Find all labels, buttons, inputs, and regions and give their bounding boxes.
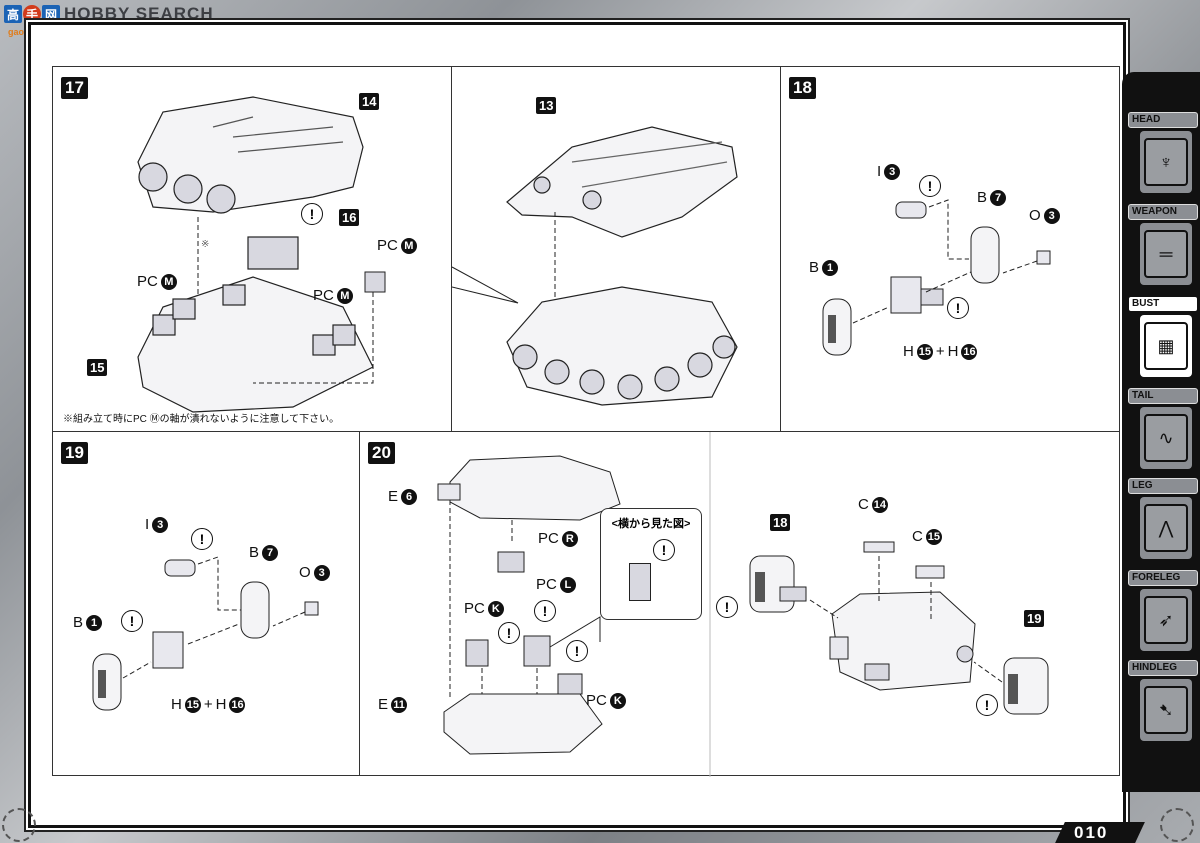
weapon-icon: ═ [1144,230,1188,278]
part-13-cover [506,126,738,238]
gear-emblem-icon [1160,808,1194,842]
part-ref-15: 15 [87,359,108,376]
part-ref-18: 18 [770,514,791,531]
bust-icon: ▦ [1144,322,1188,370]
sidebar-item-tail[interactable]: TAIL ∿ [1128,388,1198,476]
step-17-result-panel: 13 [451,66,781,432]
sidebar-item-weapon[interactable]: WEAPON ═ [1128,204,1198,292]
section-sidebar: HEAD ♆ WEAPON ═ BUST ▦ TAIL ∿ LEG ⋀ FORE… [1122,72,1200,792]
step-number: 18 [789,77,816,99]
watermark-logo: 高 手 网 [4,5,60,23]
warning-icon: ! [566,640,588,662]
sidebar-item-leg[interactable]: LEG ⋀ [1128,478,1198,566]
step-17-result-illustration [452,126,738,406]
gear-emblem-icon [2,808,36,842]
step-number: 17 [61,77,88,99]
step-17-illustration [137,96,386,413]
foreleg-icon: ➶ [1144,596,1188,644]
warning-icon: ! [191,528,213,550]
leg-icon: ⋀ [1144,504,1188,552]
watermark: 高 手 网 HOBBY SEARCH [4,4,214,24]
warning-icon: ! [121,610,143,632]
step-number: 19 [61,442,88,464]
logo-char: 手 [23,5,41,23]
part-ref-16: 16 [339,209,360,226]
page-number: 010 [1074,823,1109,842]
watermark-brand: HOBBY SEARCH [64,4,214,23]
warning-icon: ! [534,600,556,622]
step-number: 20 [368,442,395,464]
sidebar-tab-label: HINDLEG [1128,660,1198,676]
part-ref-19: 19 [1024,610,1045,627]
part-16 [247,236,299,270]
sidebar-item-foreleg[interactable]: FORELEG ➶ [1128,570,1198,658]
step-20-illustration [437,432,1049,777]
sidebar-item-bust[interactable]: BUST ▦ [1128,296,1198,384]
warning-icon: ! [301,203,323,225]
side-view-title: <横から見た図> [611,518,691,530]
step-18-illustration [822,199,1051,356]
warning-icon: ! [919,175,941,197]
assembly-note: ※組み立て時にPC Ⓜの軸が潰れないように注意して下さい。 [63,414,340,425]
sidebar-tab-label: LEG [1128,478,1198,494]
side-view-part [629,563,651,601]
warning-icon: ! [716,596,738,618]
side-view-callout: <横から見た図> ! [600,508,702,620]
warning-icon: ! [976,694,998,716]
note-mark: ※ [201,239,210,250]
assembled-body [506,286,738,406]
lower-chassis [443,693,603,755]
hindleg-icon: ➷ [1144,686,1188,734]
warning-icon: ! [947,297,969,319]
part-ref-13: 13 [536,97,557,114]
upper-chassis [437,455,621,521]
combined-assembly [829,591,976,691]
sidebar-item-head[interactable]: HEAD ♆ [1128,112,1198,200]
head-icon: ♆ [1144,138,1188,186]
step-20-panel: 20 [359,431,1120,777]
pc-m-single [364,271,386,293]
warning-icon: ! [498,622,520,644]
upper-body-part [137,96,364,214]
logo-char: 高 [4,5,22,23]
sidebar-tab-label: FORELEG [1128,570,1198,586]
sidebar-tab-label: BUST [1128,296,1198,312]
tail-icon: ∿ [1144,414,1188,462]
sidebar-item-hindleg[interactable]: HINDLEG ➷ [1128,660,1198,748]
step-19-illustration [92,556,319,711]
sidebar-tab-label: HEAD [1128,112,1198,128]
warning-icon: ! [653,539,675,561]
sidebar-tab-label: TAIL [1128,388,1198,404]
sidebar-tab-label: WEAPON [1128,204,1198,220]
logo-char: 网 [42,5,60,23]
part-ref-14: 14 [359,93,380,110]
lower-frame-part [137,276,374,413]
